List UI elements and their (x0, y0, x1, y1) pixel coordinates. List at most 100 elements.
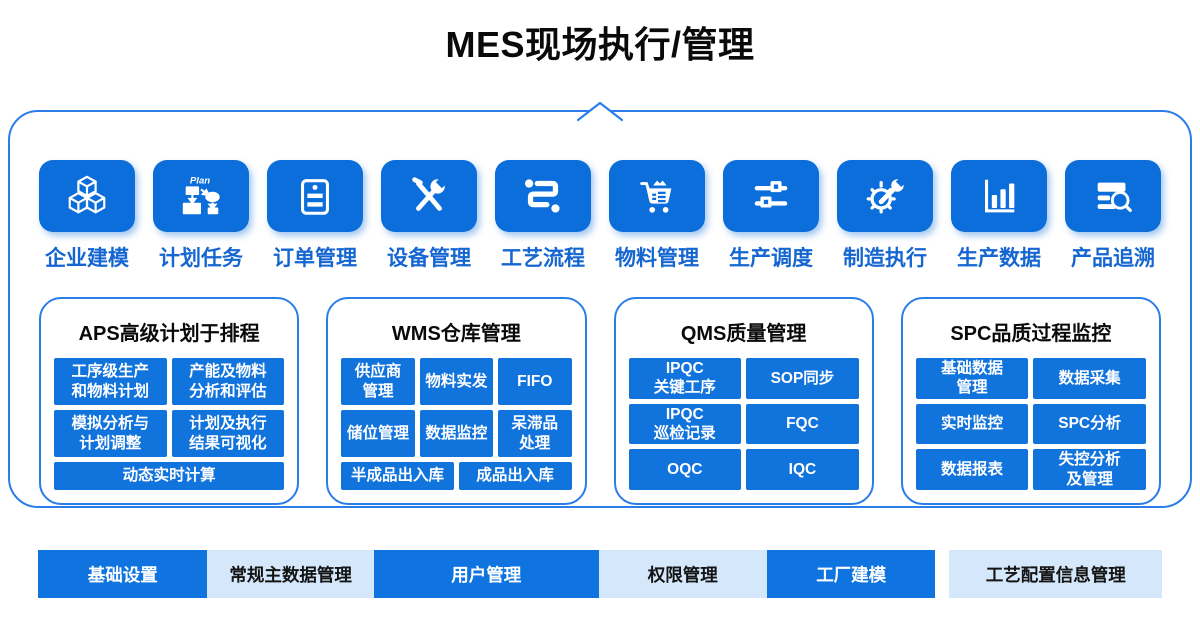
panel: APS高级计划于排程工序级生产和物料计划产能及物料分析和评估模拟分析与计划调整计… (39, 297, 300, 505)
panel-rows: 工序级生产和物料计划产能及物料分析和评估模拟分析与计划调整计划及执行结果可视化动… (54, 358, 285, 490)
panel-box-text: 数据监控 (425, 424, 488, 442)
panel-box: IPQC 关键工序 (628, 358, 742, 399)
panel-box: 储位管理 (341, 410, 415, 457)
panel-box-text: 结果可视化 (189, 434, 267, 452)
panel-box: 实时监控 (915, 403, 1029, 445)
module-item: 工艺流程 (495, 160, 591, 272)
panel-box-text: 处理 (519, 434, 551, 452)
bottom-bar-item: 权限管理 (598, 550, 767, 598)
bar-chart-icon (951, 160, 1047, 232)
module-label: 生产数据 (957, 247, 1041, 270)
panel-box: 物料实发 (419, 358, 494, 405)
panel-box-text: SPC分析 (1058, 415, 1122, 433)
panel: SPC品质过程监控基础数据管理数据采集实时监控 SPC分析数据报表 失控分析及管理 (900, 297, 1161, 505)
module-item: 制造执行 (837, 160, 933, 272)
panel-box: 数据采集 (1033, 358, 1146, 399)
panel-box: 工序级生产和物料计划 (54, 358, 167, 405)
panel-box: 基础数据管理 (915, 358, 1029, 399)
panel-box-text: 动态实时计算 (122, 467, 216, 485)
module-item: Plan 计划任务 (153, 160, 249, 272)
panel-box: FIFO (498, 358, 572, 405)
panel-box-text: 计划及执行 (189, 415, 267, 433)
panel-box-text: 分析和评估 (189, 382, 267, 400)
panel-box-text: 管理 (956, 379, 988, 397)
module-label: 工艺流程 (501, 247, 585, 270)
panel-box: 数据监控 (419, 410, 494, 457)
panel-row: OQC IQC (628, 449, 859, 491)
panel-box: 动态实时计算 (54, 462, 285, 490)
svg-text:Plan: Plan (190, 176, 210, 187)
panel-box-text: 和物料计划 (71, 382, 150, 400)
panel-box-text: 数据报表 (941, 460, 1004, 478)
panel-box-text: 模拟分析与 (71, 415, 150, 433)
module-item: 设备管理 (381, 160, 477, 272)
panel-box-text: IPQC (665, 405, 704, 423)
module-label: 企业建模 (45, 247, 129, 270)
module-item: 物料管理 (609, 160, 705, 272)
panel-box-text: IQC (788, 460, 817, 478)
panel-box: 呆滞品处理 (498, 410, 572, 457)
panel-box-text: 半成品出入库 (351, 467, 445, 485)
panel-box-text: 关键工序 (653, 379, 716, 397)
panel-row: 动态实时计算 (54, 462, 285, 490)
bottom-bar: 基础设置常规主数据管理用户管理权限管理工厂建模工艺配置信息管理 (38, 550, 1162, 598)
panel-box: SPC分析 (1033, 403, 1146, 445)
plan-flowchart-icon: Plan (153, 160, 249, 232)
panel-title: QMS质量管理 (680, 323, 807, 345)
module-item: 产品追溯 (1065, 160, 1161, 272)
panel-box: FQC (746, 403, 859, 445)
panel-row: IPQC 关键工序 SOP同步 (628, 358, 859, 399)
panel-box: 成品出入库 (458, 462, 572, 490)
panel-box-text: FIFO (517, 372, 553, 390)
cubes-icon (39, 160, 135, 232)
module-label: 设备管理 (387, 247, 471, 270)
bottom-bar-item: 基础设置 (38, 550, 208, 598)
panel-box: 供应商管理 (341, 358, 415, 405)
panel-box-text: 及管理 (1066, 470, 1113, 488)
clipboard-icon (267, 160, 363, 232)
panel-row: 工序级生产和物料计划产能及物料分析和评估 (54, 358, 285, 405)
sliders-icon (723, 160, 819, 232)
page-title: MES现场执行/管理 (445, 24, 755, 65)
module-label: 计划任务 (159, 247, 243, 270)
panel-box-text: 实时监控 (941, 415, 1004, 433)
panel-box-text: IPQC (665, 359, 704, 377)
panel-box-text: OQC (667, 460, 703, 478)
panel-box-text: 呆滞品 (511, 415, 559, 433)
module-label: 生产调度 (729, 247, 813, 270)
panel-box-text: 计划调整 (79, 434, 142, 452)
panels-row: APS高级计划于排程工序级生产和物料计划产能及物料分析和评估模拟分析与计划调整计… (39, 297, 1161, 505)
panel-box: 产能及物料分析和评估 (171, 358, 285, 405)
module-label: 产品追溯 (1071, 247, 1155, 270)
gear-wrench-icon (837, 160, 933, 232)
panel-box: 半成品出入库 (341, 462, 454, 490)
module-item: 企业建模 (39, 160, 135, 272)
panel-box-text: 失控分析 (1058, 451, 1121, 469)
panel-box-text: 成品出入库 (476, 467, 554, 485)
panel-title: WMS仓库管理 (391, 323, 521, 345)
panel-rows: 基础数据管理数据采集实时监控 SPC分析数据报表 失控分析及管理 (915, 358, 1146, 491)
panel-title: SPC品质过程监控 (950, 323, 1112, 345)
module-item: 生产数据 (951, 160, 1047, 272)
panel-box-text: 储位管理 (346, 424, 409, 442)
module-item: 生产调度 (723, 160, 819, 272)
panel-row: 储位管理数据监控呆滞品处理 (341, 410, 572, 457)
caret-up-icon (576, 101, 624, 122)
cart-icon (609, 160, 705, 232)
bottom-bar-item: 工艺配置信息管理 (949, 550, 1162, 598)
panel-row: 实时监控 SPC分析 (915, 403, 1146, 445)
panel-row: 基础数据管理数据采集 (915, 358, 1146, 399)
module-label: 制造执行 (843, 247, 927, 270)
panel-box: OQC (628, 449, 742, 491)
panel-box-text: 产能及物料 (189, 363, 267, 381)
panel-row: 数据报表 失控分析及管理 (915, 449, 1146, 491)
panel-box-text: SOP同步 (770, 369, 835, 387)
bottom-bar-item: 用户管理 (373, 550, 599, 598)
panel-box-text: 供应商 (354, 363, 402, 381)
